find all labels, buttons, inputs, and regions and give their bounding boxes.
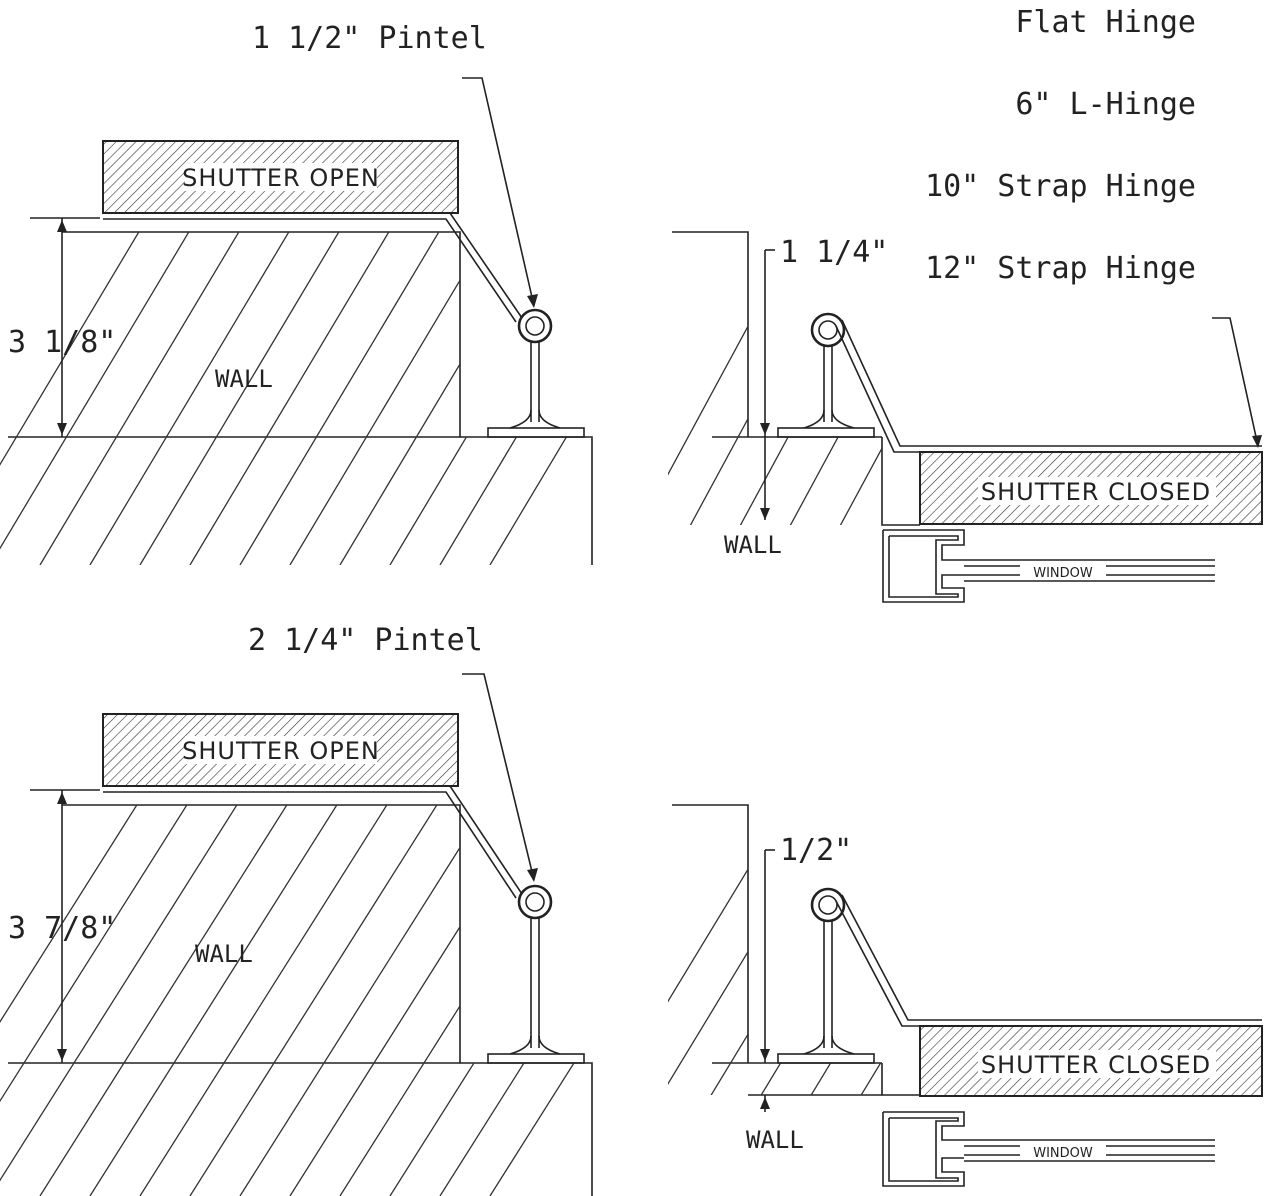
- bottom-pintel-leader-arrow: [527, 868, 538, 882]
- top-wall-outline: [62, 231, 593, 565]
- top-shutter-closed-text: SHUTTER CLOSED: [981, 478, 1211, 506]
- top-open-assembly: 1 1/2" Pintel SHUTTER OPEN WA: [0, 21, 593, 565]
- top-wall-label-open: WALL: [215, 365, 273, 393]
- top-closed-assembly: WALL 1 1/4" SHUTTER CLOSED WINDOW: [668, 231, 1263, 603]
- top-shutter-open-text: SHUTTER OPEN: [182, 164, 380, 192]
- bottom-pintel-label: 2 1/4" Pintel: [248, 623, 483, 658]
- bottom-pintel-leader: [462, 673, 535, 881]
- top-strap-hinge-inner: [103, 218, 517, 323]
- hinge-list: Flat Hinge 6" L-Hinge 10" Strap Hinge 12…: [925, 5, 1262, 448]
- hinge-12strap-label: 12" Strap Hinge: [925, 251, 1196, 286]
- bottom-shutter-open-text: SHUTTER OPEN: [182, 737, 380, 765]
- top-open-depth: 3 1/8": [8, 325, 116, 360]
- top-pintel-leader: [462, 77, 535, 307]
- top-wall-label-closed: WALL: [724, 531, 782, 559]
- hinge-6l-label: 6" L-Hinge: [1015, 87, 1196, 122]
- top-strap-hinge: [103, 212, 523, 319]
- bottom-wall-label-closed: WALL: [746, 1126, 804, 1154]
- top-pintel-leader-arrow: [527, 294, 538, 308]
- bottom-wall-label-open: WALL: [195, 940, 253, 968]
- bottom-wall-hatch: [0, 805, 592, 1196]
- bottom-open-assembly: 2 1/4" Pintel SHUTTER OPEN WALL: [0, 623, 593, 1196]
- top-window-label: WINDOW: [1033, 566, 1093, 581]
- bottom-open-depth: 3 7/8": [8, 911, 116, 946]
- top-wall-hatch: [0, 232, 592, 565]
- hinge-list-leader-arrow: [1252, 435, 1262, 448]
- bottom-shutter-closed-text: SHUTTER CLOSED: [981, 1051, 1211, 1079]
- bottom-window-label: WINDOW: [1033, 1146, 1093, 1161]
- top-closed-offset: 1 1/4": [780, 235, 888, 270]
- top-pintel-label: 1 1/2" Pintel: [252, 21, 487, 56]
- bottom-closed-assembly: WALL 1/2" SHUTTER CLOSED WINDOW: [668, 804, 1263, 1196]
- hinge-flat-label: Flat Hinge: [1015, 5, 1196, 40]
- hinge-10strap-label: 10" Strap Hinge: [925, 169, 1196, 204]
- hinge-list-leader: [1212, 317, 1259, 447]
- bottom-closed-offset: 1/2": [780, 833, 852, 868]
